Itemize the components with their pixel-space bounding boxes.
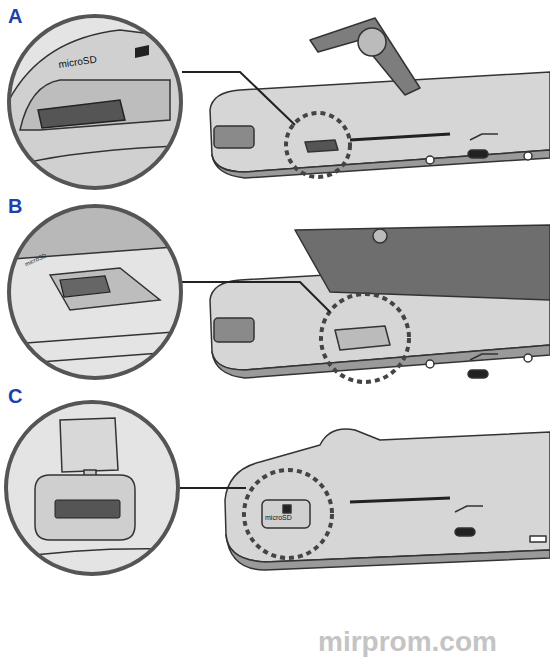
console-a	[210, 18, 550, 178]
inset-c	[0, 402, 200, 574]
leader-line	[180, 487, 246, 489]
panel-letter: A	[8, 6, 22, 26]
leader-line	[182, 72, 295, 125]
console-c	[225, 429, 550, 570]
console-b	[210, 225, 550, 378]
cover-marking: microSD	[265, 514, 292, 521]
inset-a	[0, 16, 200, 200]
panel-letter: B	[8, 196, 22, 216]
highlight-circle	[244, 470, 332, 558]
panel-letter: C	[8, 386, 22, 406]
inset-b	[0, 205, 200, 378]
highlight-circle	[286, 113, 350, 177]
highlight-circle	[321, 294, 409, 382]
leader-line	[182, 282, 330, 312]
watermark: mirprom.com	[318, 628, 497, 656]
